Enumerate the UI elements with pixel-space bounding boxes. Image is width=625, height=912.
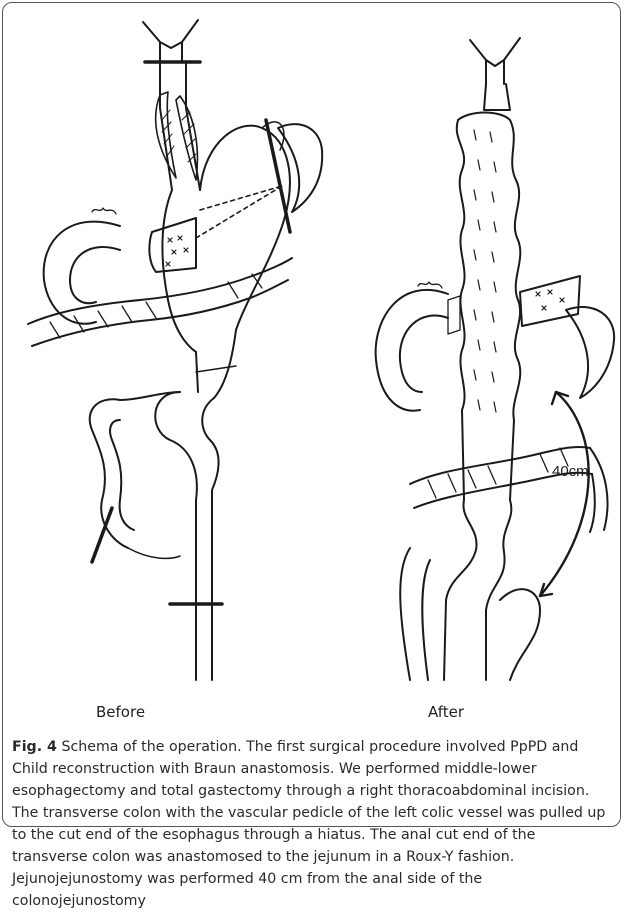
colon-haustra-after <box>428 448 568 498</box>
before-label: Before <box>96 703 145 721</box>
figure-number: Fig. 4 <box>12 739 57 755</box>
before-diagram <box>28 20 322 680</box>
after-label: After <box>428 703 464 721</box>
after-diagram <box>376 38 615 680</box>
surgical-schema-illustration: 40cm <box>0 0 625 700</box>
figure-caption: Fig. 4 Schema of the operation. The firs… <box>12 736 612 912</box>
pancreas-marks <box>166 236 188 266</box>
distance-annotation: 40cm <box>552 463 589 480</box>
pancreas-marks-after <box>536 290 564 310</box>
colon-interposition-haustra <box>474 130 496 412</box>
caption-text: Schema of the operation. The first surgi… <box>12 739 605 909</box>
